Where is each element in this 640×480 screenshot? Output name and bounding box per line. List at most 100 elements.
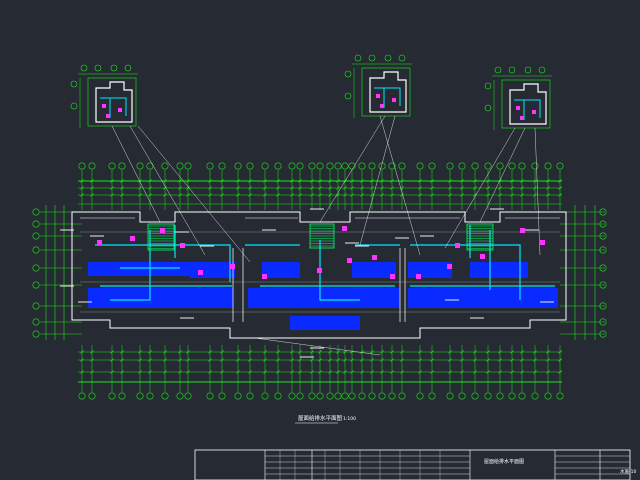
detail-dimension-frame: [501, 79, 551, 129]
dimension-tick: [163, 186, 167, 190]
dimension-tick: [310, 186, 314, 190]
dimension-tick: [380, 193, 384, 197]
axis-bubble: [94, 64, 102, 72]
dimension-tick: [163, 350, 167, 354]
dimension-tick: [290, 350, 294, 354]
roof-water-areas: [88, 262, 558, 330]
dimension-tick: [418, 350, 422, 354]
detail-wall: [95, 81, 133, 123]
dimension-tick: [473, 350, 477, 354]
drain-pipe: [110, 230, 151, 301]
leader-line: [444, 127, 516, 249]
dimension-tick: [473, 186, 477, 190]
axis-bubble: [599, 264, 607, 272]
dimension-tick: [380, 350, 384, 354]
detail-drain: [392, 98, 396, 102]
roof-drain: [372, 255, 377, 260]
dimension-tick: [448, 193, 452, 197]
dimension-tick: [473, 370, 477, 374]
dimension-tick: [430, 358, 434, 362]
dimension-tick: [80, 186, 84, 190]
dimension-tick: [473, 193, 477, 197]
dimension-tick: [290, 370, 294, 374]
dimension-tick: [138, 179, 142, 183]
axis-bubble: [32, 330, 40, 338]
dimension-tick: [310, 179, 314, 183]
axis-bubble: [78, 392, 86, 400]
stair-outline: [147, 223, 175, 251]
dimension-tick: [370, 179, 374, 183]
axis-bubble: [136, 392, 144, 400]
dimension-tick: [546, 350, 550, 354]
axis-bubble: [184, 392, 192, 400]
roof-water-area: [408, 288, 558, 308]
dimension-tick: [343, 370, 347, 374]
dimension-tick: [350, 193, 354, 197]
dimension-tick: [163, 179, 167, 183]
dimension-tick: [390, 370, 394, 374]
axis-bubble: [136, 162, 144, 170]
axis-bubble: [308, 162, 316, 170]
axis-bubble: [398, 54, 406, 62]
dimension-tick: [208, 350, 212, 354]
axis-bubble: [118, 162, 126, 170]
axis-bubble: [32, 232, 40, 240]
dimension-tick: [178, 350, 182, 354]
axis-bubble: [358, 392, 366, 400]
axis-bubble: [184, 162, 192, 170]
dimension-tick: [473, 179, 477, 183]
dimension-tick: [290, 193, 294, 197]
dimension-tick: [460, 179, 464, 183]
axis-bubble: [218, 162, 226, 170]
dimension-tick: [533, 186, 537, 190]
dimension-tick: [248, 186, 252, 190]
roof-drain: [180, 243, 185, 248]
dimension-tick: [360, 370, 364, 374]
roof-drain: [390, 274, 395, 279]
leader-line: [359, 115, 396, 246]
dimension-tick: [400, 350, 404, 354]
dimension-tick: [558, 179, 562, 183]
dimension-tick: [248, 179, 252, 183]
dimension-tick: [328, 186, 332, 190]
dimension-tick: [486, 179, 490, 183]
axis-bubble: [508, 162, 516, 170]
dimension-tick: [208, 370, 212, 374]
axis-bubble: [176, 162, 184, 170]
stair-blocks: [147, 223, 494, 251]
dimension-tick: [263, 350, 267, 354]
dimension-tick: [298, 358, 302, 362]
dimension-tick: [208, 358, 212, 362]
roof-drain: [160, 228, 165, 233]
dimension-tick: [510, 370, 514, 374]
dimension-tick: [186, 193, 190, 197]
dimension-tick: [498, 358, 502, 362]
axis-bubble: [118, 392, 126, 400]
leader-line: [129, 125, 206, 256]
dimension-tick: [178, 186, 182, 190]
dimension-tick: [236, 179, 240, 183]
axis-bubble: [70, 102, 78, 110]
detail-plans: [70, 54, 552, 130]
axis-bubble: [538, 66, 546, 74]
roof-water-area: [352, 262, 396, 278]
axis-bubble: [32, 264, 40, 272]
detail-dimension-frame: [361, 67, 411, 117]
dimension-tick: [138, 186, 142, 190]
axis-bubble: [334, 392, 342, 400]
dimension-tick: [370, 186, 374, 190]
roof-water-area: [408, 262, 452, 278]
dimension-tick: [400, 193, 404, 197]
dimension-tick: [138, 358, 142, 362]
axis-bubble: [32, 318, 40, 326]
dimension-tick: [533, 179, 537, 183]
detail-drain: [106, 114, 110, 118]
dimension-tick: [546, 186, 550, 190]
axis-bubble: [146, 162, 154, 170]
dimension-tick: [120, 358, 124, 362]
axis-bubble: [308, 392, 316, 400]
dimension-tick: [343, 186, 347, 190]
dimension-tick: [208, 186, 212, 190]
dimension-tick: [430, 179, 434, 183]
dimension-tick: [90, 358, 94, 362]
